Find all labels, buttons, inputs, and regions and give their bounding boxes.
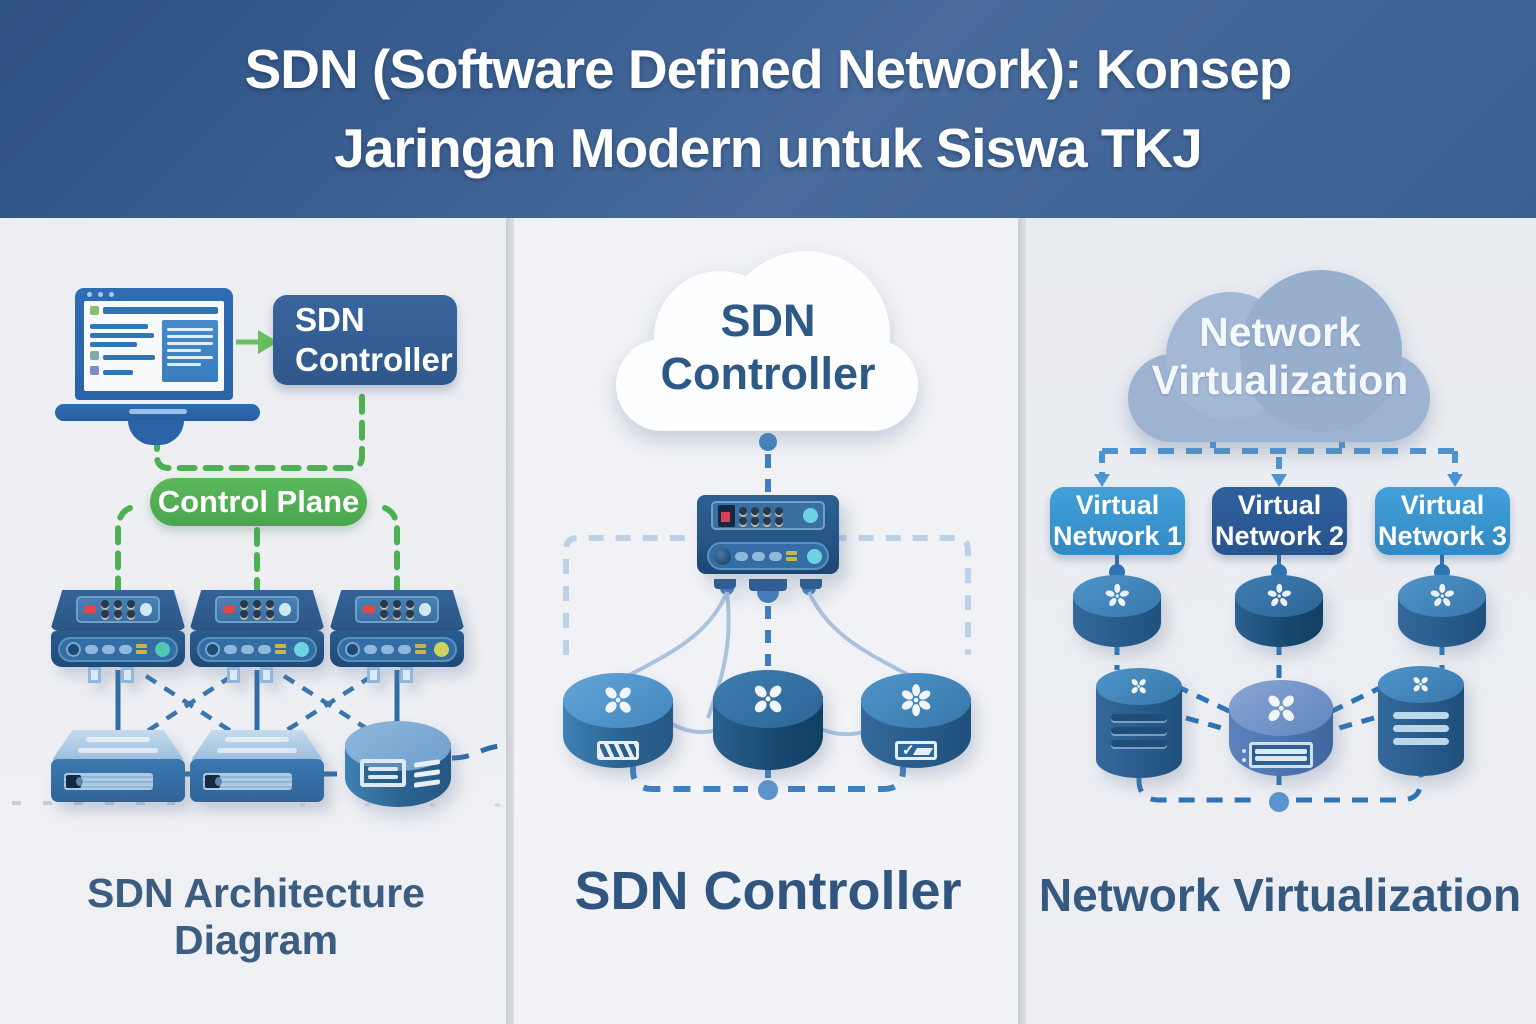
vn2-line1: Virtual	[1237, 489, 1322, 520]
cloud-label-line2: Virtualization	[1151, 357, 1409, 404]
control-plane-box: Control Plane	[150, 478, 367, 526]
virtual-server-icon	[1096, 668, 1182, 778]
router-badge	[597, 741, 639, 761]
virtual-network-1-box: Virtual Network 1	[1050, 487, 1185, 555]
laptop-stand	[128, 420, 184, 445]
title-line-1: SDN (Software Defined Network): Konsep	[244, 37, 1293, 100]
right-panel-caption: Network Virtualization	[1038, 869, 1522, 921]
title-line-2: Jaringan Modern untuk Siswa TKJ	[334, 117, 1202, 179]
laptop-icon	[55, 288, 260, 448]
cloud-label-line1: Network	[1199, 309, 1361, 355]
network-switch-icon	[50, 590, 186, 683]
router-icon	[713, 670, 823, 770]
router-icon	[1398, 575, 1486, 647]
middle-panel-caption: SDN Controller	[574, 861, 962, 921]
server-icon	[51, 730, 185, 802]
sdn-controller-cloud-icon: SDN Controller	[598, 244, 938, 439]
sdn-controller-box: SDN Controller	[273, 295, 457, 385]
router-icon	[563, 673, 673, 768]
vn1-line1: Virtual	[1075, 489, 1160, 520]
router-icon	[861, 673, 971, 768]
laptop-panel	[161, 320, 218, 382]
database-icon	[345, 721, 451, 807]
controller-ui-mock	[84, 301, 224, 391]
panel-sdn-controller: SDN Controller	[512, 218, 1024, 1024]
network-switch-icon	[329, 590, 465, 683]
sdn-controller-box-line2: Controller	[295, 341, 453, 378]
panel-sdn-architecture: SDN Controller Control Plane	[0, 218, 512, 1024]
network-switch-icon	[189, 590, 325, 683]
cloud-label-line2: Controller	[660, 348, 876, 400]
sdn-controller-box-line1: SDN	[295, 301, 365, 339]
virtual-network-2-box: Virtual Network 2	[1212, 487, 1347, 555]
router-icon	[1073, 575, 1161, 647]
panel-divider	[506, 218, 514, 1024]
panel-network-virtualization: Network Virtualization Virtual Network 1…	[1024, 218, 1536, 1024]
left-panel-caption: SDN Architecture Diagram	[87, 870, 425, 963]
virtual-network-3-box: Virtual Network 3	[1375, 487, 1510, 555]
server-icon	[190, 730, 324, 802]
controller-device-icon	[697, 495, 839, 591]
vn3-line1: Virtual	[1400, 489, 1485, 520]
router-icon	[1229, 680, 1333, 776]
laptop-screen	[75, 288, 233, 400]
router-icon	[1235, 575, 1323, 647]
title-banner: SDN (Software Defined Network): Konsep J…	[0, 0, 1536, 218]
vn1-line2: Network 1	[1052, 521, 1183, 551]
cloud-label-line1: SDN	[720, 295, 816, 346]
virtual-server-icon	[1378, 666, 1464, 776]
router-badge	[895, 741, 937, 761]
vn3-line2: Network 3	[1377, 521, 1508, 551]
window-dots-icon	[87, 292, 114, 297]
laptop-base	[55, 404, 260, 421]
router-front-panel	[1242, 742, 1313, 769]
panel-divider	[1018, 218, 1026, 1024]
vn2-line2: Network 2	[1214, 521, 1345, 551]
control-plane-label: Control Plane	[157, 484, 360, 519]
network-virtualization-cloud-icon: Network Virtualization	[1110, 264, 1450, 449]
